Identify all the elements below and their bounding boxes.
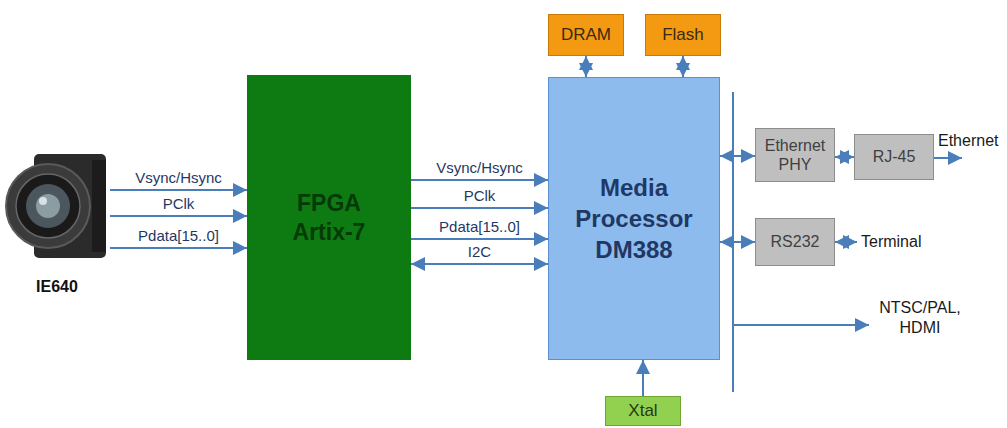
node-text: FPGA Artix-7 — [281, 189, 377, 247]
signal-label: PClk — [163, 196, 195, 213]
node-text: DRAM — [561, 25, 611, 45]
signal-label: I2C — [468, 244, 491, 261]
signal-connector — [720, 155, 755, 157]
signal-label: Pdata[15..0] — [138, 228, 219, 245]
interface-box: RJ-45 — [854, 134, 934, 180]
node-text: Ethernet PHY — [760, 136, 830, 174]
port-label: Terminal — [861, 232, 941, 252]
fpga-box: FPGA Artix-7 — [247, 75, 411, 360]
interface-box: Ethernet PHY — [755, 128, 835, 182]
node-text: RJ-45 — [859, 147, 929, 166]
signal-connector — [835, 156, 854, 158]
thermal-camera-illustration — [4, 146, 110, 268]
signal-connector — [585, 56, 587, 77]
ethernet-arrow — [933, 157, 962, 159]
node-text: RS232 — [760, 232, 830, 251]
signal-connector — [720, 241, 755, 243]
port-label: Ethernet — [938, 131, 1004, 151]
interface-box: RS232 — [755, 218, 835, 266]
signal-connector — [682, 56, 684, 77]
node-text: Xtal — [628, 401, 657, 421]
video-output-label: NTSC/PAL, HDMI — [870, 298, 970, 338]
video-out-arrow — [733, 324, 869, 326]
signal-connector — [642, 360, 644, 396]
node-text: Media Processor DM388 — [561, 172, 707, 266]
signal-connector — [411, 179, 548, 181]
signal-connector — [110, 189, 247, 191]
signal-label: PClk — [464, 188, 496, 205]
crystal-box: Xtal — [605, 396, 681, 426]
signal-connector — [411, 207, 548, 209]
memory-box: Flash — [645, 14, 721, 56]
signal-label: Vsync/Hsync — [436, 160, 523, 177]
signal-connector — [411, 263, 548, 265]
signal-label: Vsync/Hsync — [135, 170, 222, 187]
signal-connector — [411, 238, 548, 240]
processor-box: Media Processor DM388 — [548, 77, 720, 360]
signal-connector — [110, 247, 247, 249]
node-text: IE640 — [36, 278, 78, 296]
node-text: Flash — [662, 25, 704, 45]
terminal-arrow — [835, 241, 857, 243]
signal-label: Pdata[15..0] — [439, 219, 520, 236]
camera-node: IE640 — [4, 146, 110, 296]
memory-box: DRAM — [548, 14, 624, 56]
signal-connector — [110, 215, 247, 217]
